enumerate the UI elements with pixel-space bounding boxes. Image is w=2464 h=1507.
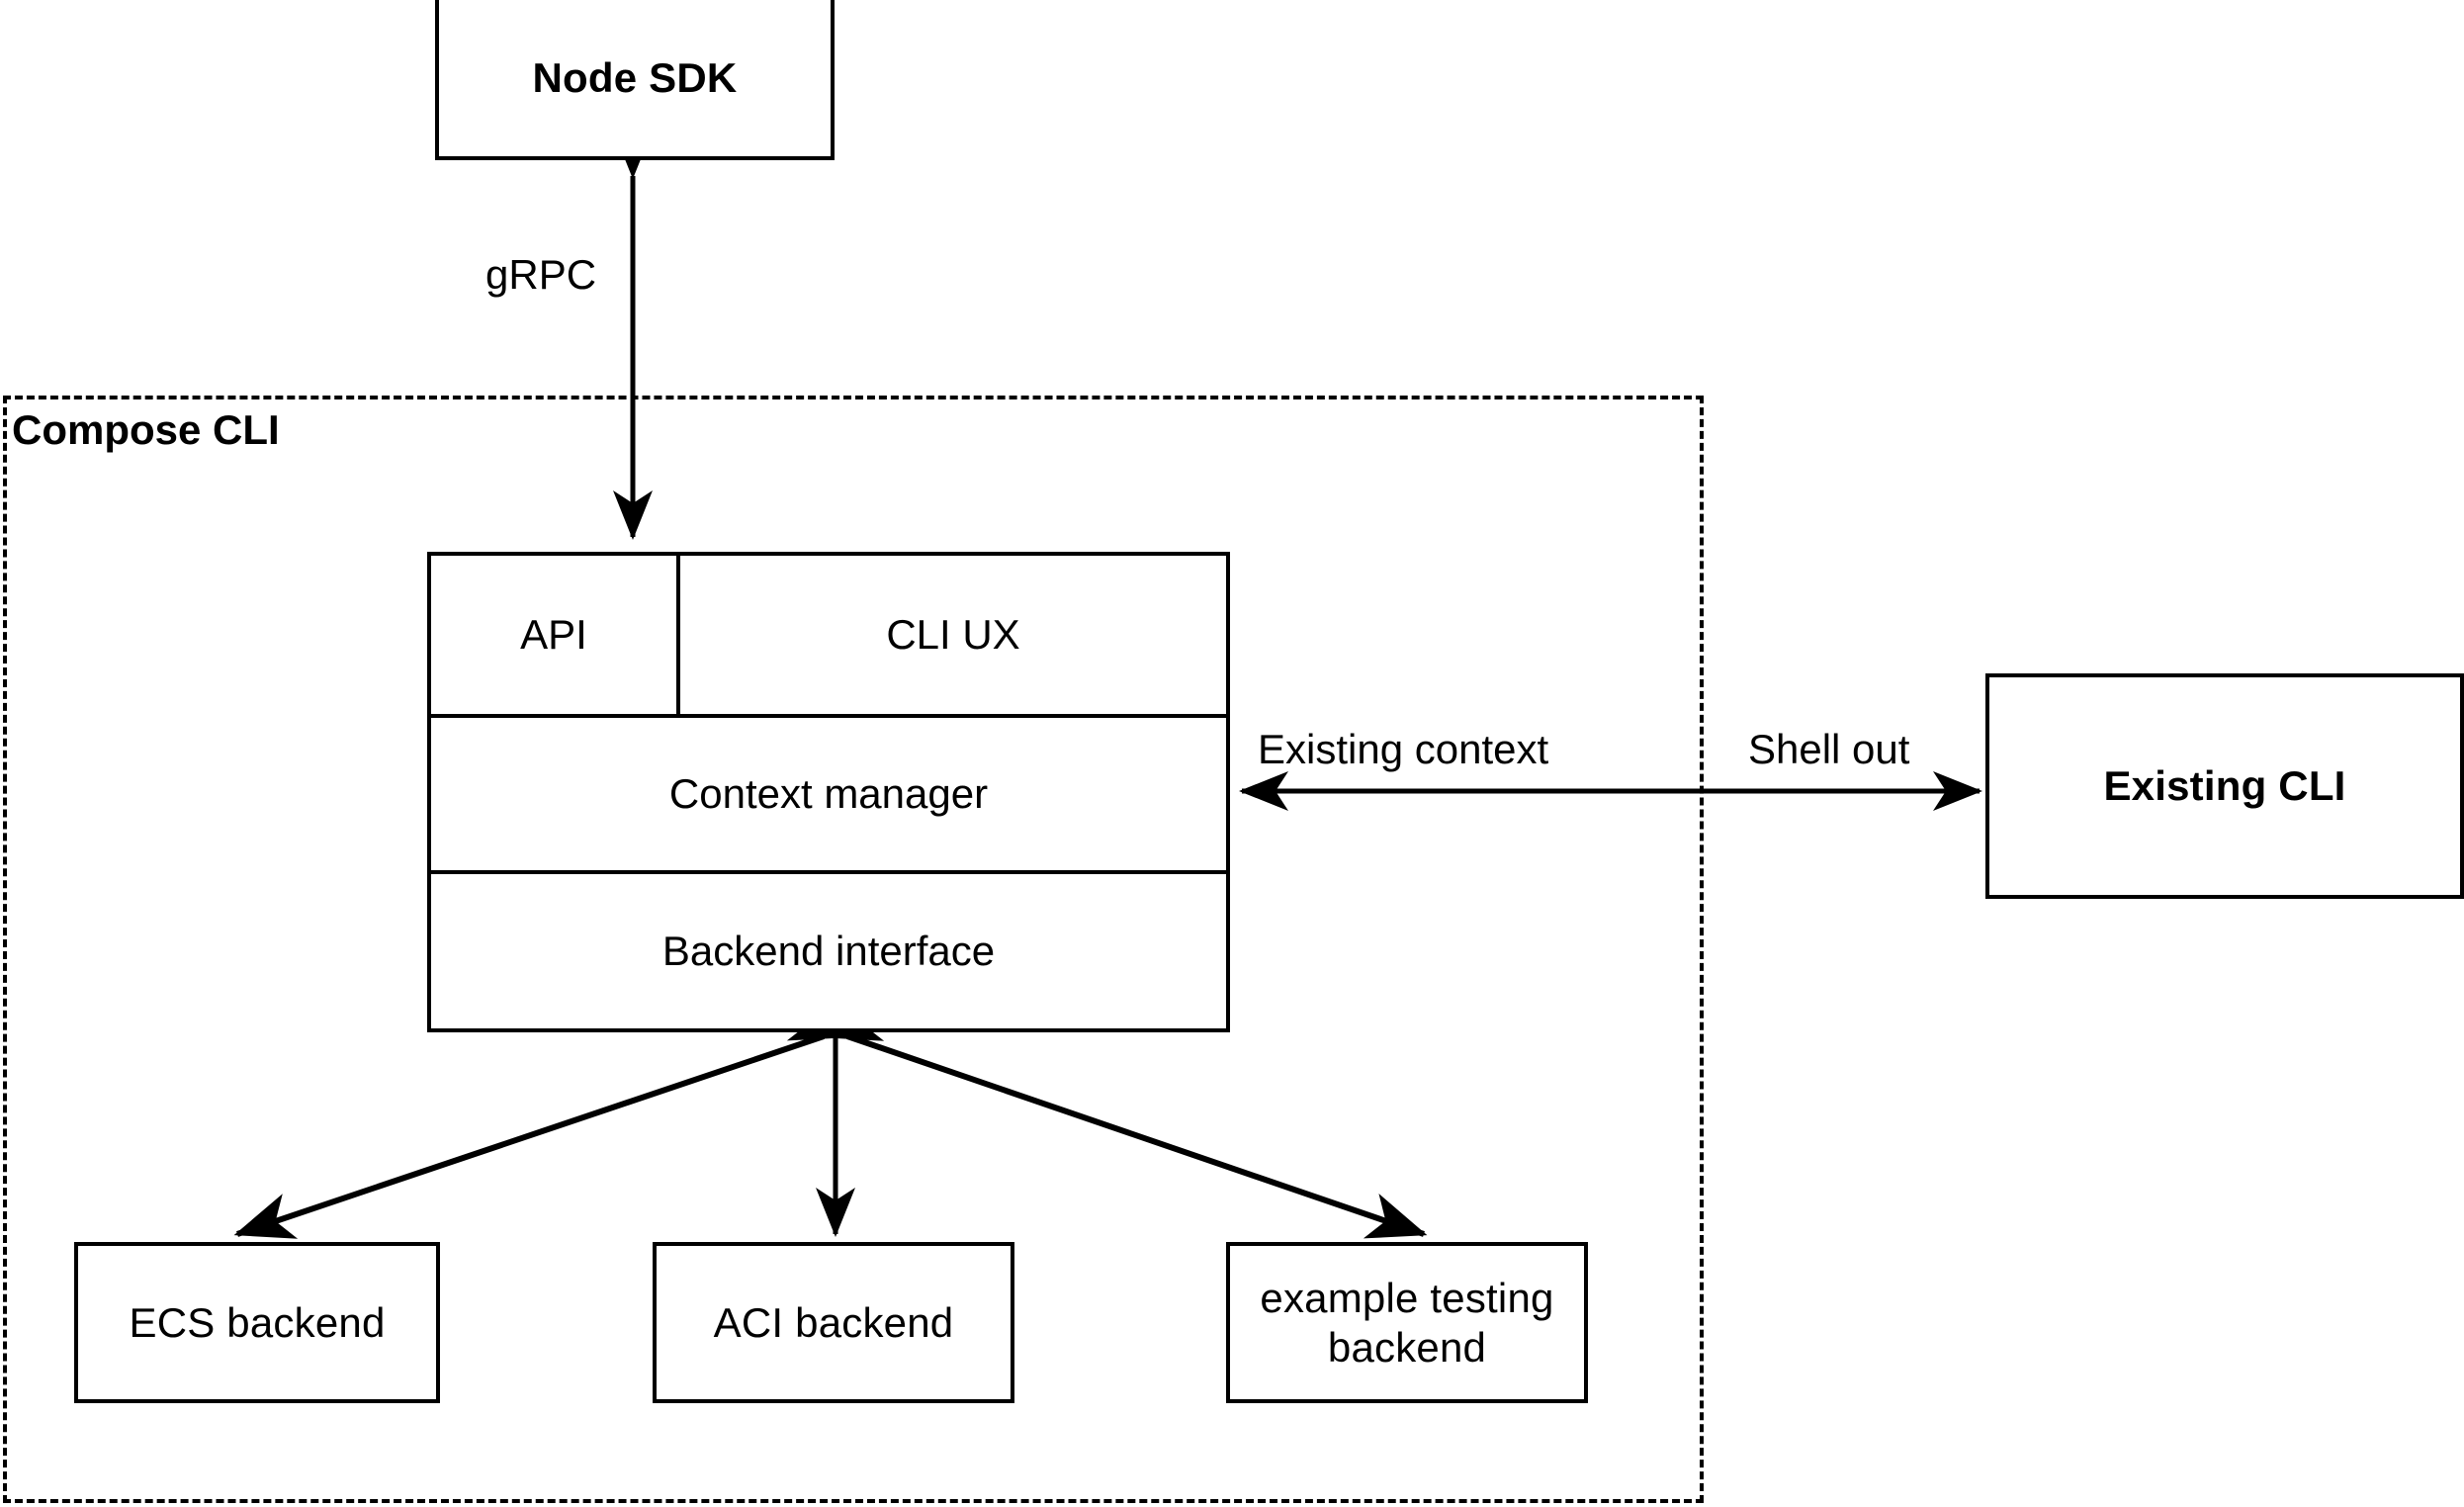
aci-backend-label: ACI backend bbox=[713, 1298, 954, 1346]
ecs-backend-box[interactable]: ECS backend bbox=[74, 1242, 440, 1403]
shell-out-edge-label: Shell out bbox=[1748, 726, 1910, 772]
cli-ux-label: CLI UX bbox=[886, 610, 1020, 658]
example-testing-backend-line2: backend bbox=[1327, 1323, 1487, 1371]
existing-cli-box[interactable]: Existing CLI bbox=[1985, 673, 2464, 899]
compose-cli-core-stack: API CLI UX Context manager Backend inter… bbox=[427, 552, 1230, 1032]
backend-interface-cell[interactable]: Backend interface bbox=[431, 874, 1226, 1028]
grpc-edge-label: gRPC bbox=[485, 251, 597, 298]
aci-backend-box[interactable]: ACI backend bbox=[653, 1242, 1014, 1403]
existing-context-edge-label: Existing context bbox=[1258, 726, 1549, 772]
ecs-backend-label: ECS backend bbox=[129, 1298, 386, 1346]
example-testing-backend-line1: example testing bbox=[1260, 1274, 1554, 1321]
core-row-api-cliux: API CLI UX bbox=[431, 556, 1226, 714]
compose-cli-boundary bbox=[3, 396, 1704, 1503]
node-sdk-box[interactable]: Node SDK bbox=[435, 0, 835, 160]
compose-cli-title: Compose CLI bbox=[12, 406, 280, 453]
backend-interface-label: Backend interface bbox=[661, 927, 996, 974]
api-cell[interactable]: API bbox=[431, 556, 680, 714]
api-label: API bbox=[520, 610, 587, 658]
example-testing-backend-box[interactable]: example testing backend bbox=[1226, 1242, 1588, 1403]
context-manager-label: Context manager bbox=[668, 769, 989, 817]
example-testing-backend-label: example testing backend bbox=[1250, 1274, 1563, 1372]
context-manager-cell[interactable]: Context manager bbox=[431, 714, 1226, 874]
existing-cli-label: Existing CLI bbox=[2103, 762, 2346, 810]
cli-ux-cell[interactable]: CLI UX bbox=[680, 556, 1226, 714]
node-sdk-label: Node SDK bbox=[532, 54, 738, 102]
